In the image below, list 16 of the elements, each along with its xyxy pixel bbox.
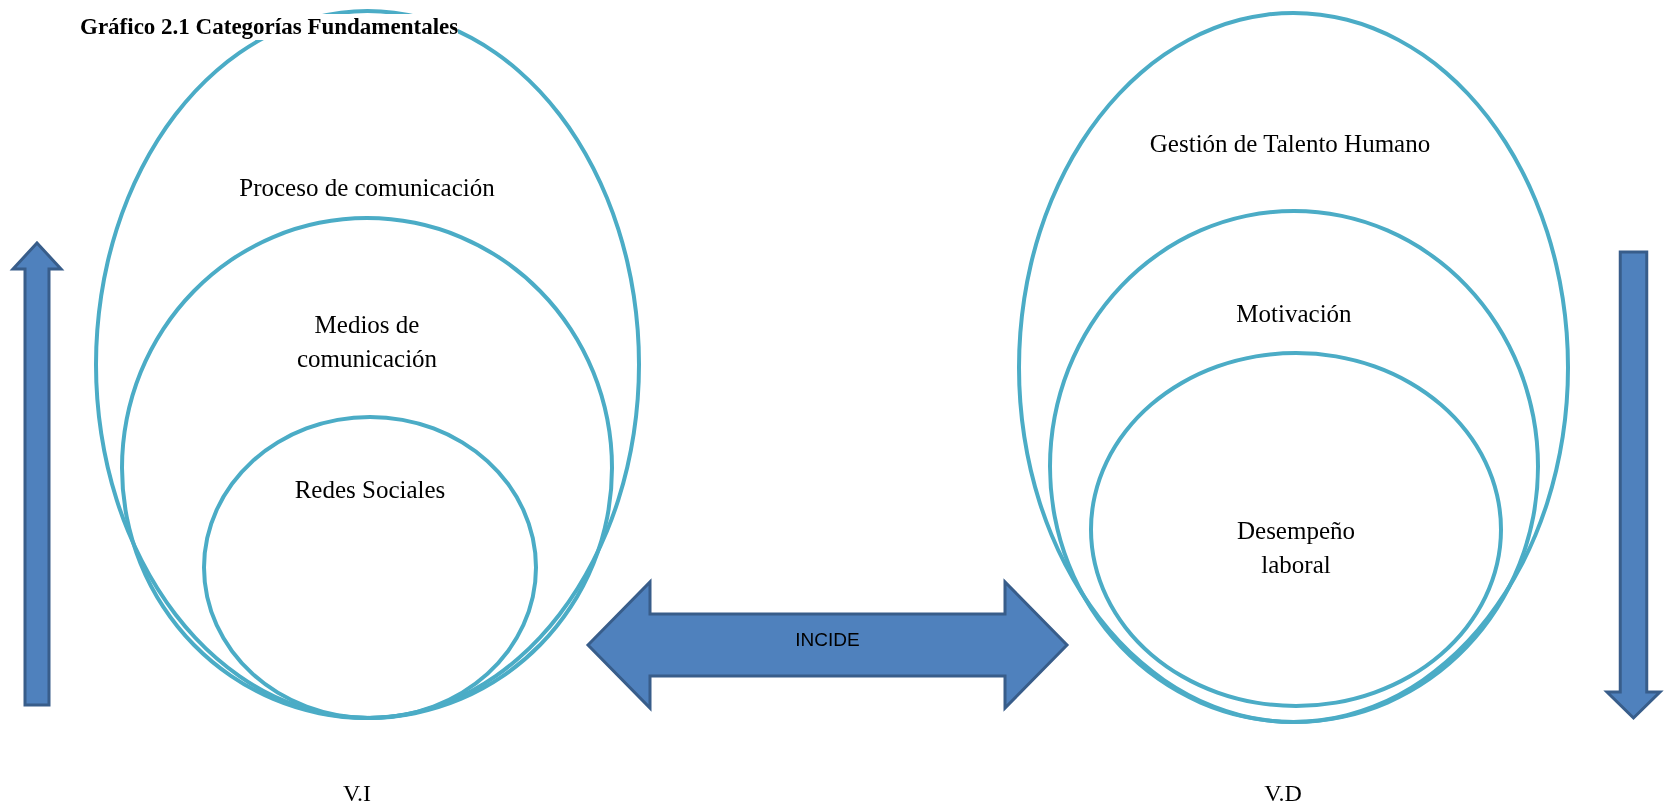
- category-label: Proceso de comunicación: [238, 173, 496, 204]
- variable-label: V.D: [1264, 779, 1302, 807]
- category-ellipse: [1089, 351, 1503, 708]
- category-label: Desempeño laboral: [1236, 516, 1356, 580]
- category-label: Medios de comunicación: [295, 310, 439, 374]
- double-block-arrow: [585, 578, 1070, 712]
- figure-title: Gráfico 2.1 Categorías Fundamentales: [80, 14, 459, 40]
- category-label: Motivación: [1235, 299, 1353, 330]
- edge-label: INCIDE: [795, 629, 860, 651]
- category-label: Redes Sociales: [293, 475, 447, 506]
- variable-label: V.I: [342, 779, 372, 807]
- category-ellipse: [1048, 209, 1540, 724]
- category-label: Gestión de Talento Humano: [1148, 129, 1432, 160]
- category-ellipse: [1017, 11, 1570, 724]
- category-ellipse: [120, 216, 614, 720]
- category-ellipse: [202, 415, 538, 720]
